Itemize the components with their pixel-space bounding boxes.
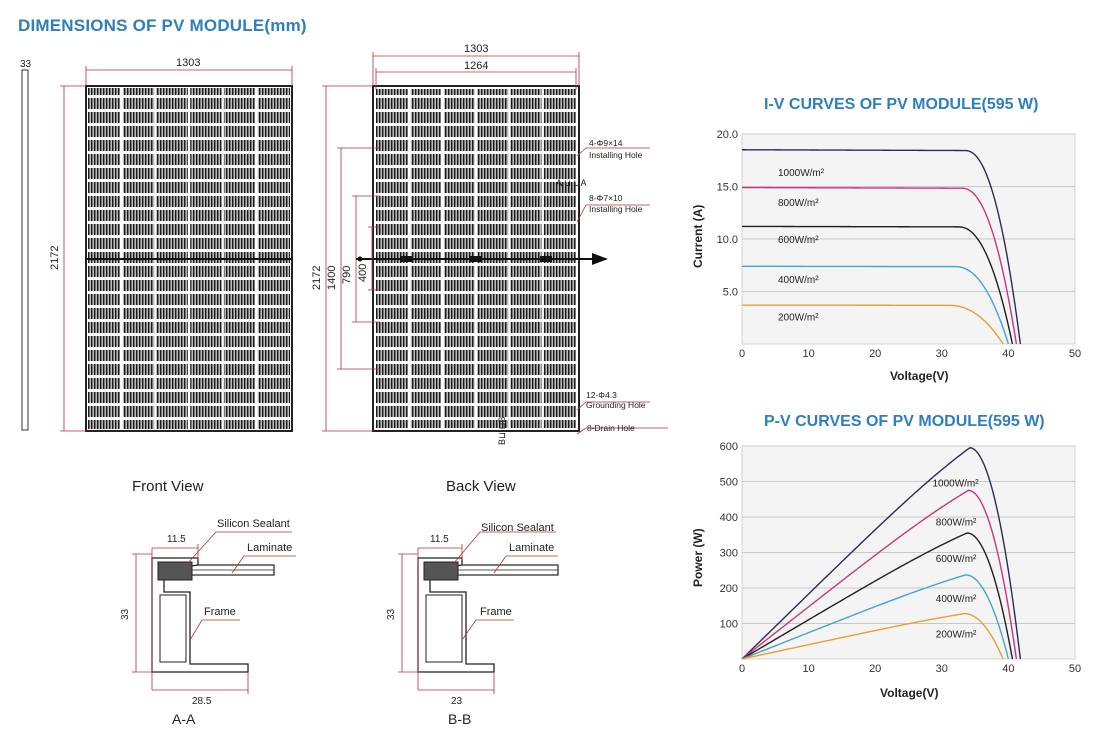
back-height-label: 2172 [311, 266, 323, 290]
pv-series-2 [741, 532, 1014, 660]
section-mark-bottom: B⊔ ⊔B [497, 416, 507, 445]
back-width-inner-label: 1264 [464, 60, 488, 72]
pv-series-4 [741, 612, 1004, 660]
section-aa-labels: Silicon Sealant Laminate Frame 11.5 33 2… [120, 518, 292, 707]
section-aa-sealant-label: Silicon Sealant [217, 518, 290, 530]
pv-chart: P-V CURVES OF PV MODULE(595 W) 0 10 20 30 40… [691, 413, 1081, 700]
iv-series-label: 800W/m² [778, 198, 819, 209]
pv-xlabel: Voltage(V) [880, 686, 938, 700]
iv-ytick-label: 20.0 [717, 129, 738, 141]
drain-hole-label: 8-Drain Hole [587, 423, 635, 433]
pv-series-label: 800W/m² [936, 518, 977, 529]
pv-xtick-label: 50 [1069, 663, 1081, 675]
pv-series-label: 400W/m² [936, 594, 977, 605]
iv-series-2 [741, 225, 1014, 345]
iv-series-3 [741, 265, 1010, 345]
section-aa-top-dim: 11.5 [167, 534, 186, 545]
pv-xtick-label: 20 [869, 663, 881, 675]
back-annotations: 4-Φ9×14 Installing Hole 8-Φ7×10 Installi… [497, 138, 668, 445]
iv-xtick-label: 10 [802, 348, 814, 360]
section-bb-bottom-dim: 23 [451, 696, 463, 707]
installing-hole-a-line1: 4-Φ9×14 [589, 138, 623, 148]
section-aa-bottom-dim: 28.5 [192, 696, 212, 707]
iv-ytick-label: 10.0 [717, 234, 738, 246]
section-bb-frame-label: Frame [480, 606, 512, 618]
iv-ytick-label: 5.0 [723, 287, 738, 299]
installing-hole-b-line2: Installing Hole [589, 204, 643, 214]
iv-xtick-label: 30 [936, 348, 948, 360]
pv-ylabel: Power (W) [691, 528, 705, 587]
pv-xtick-label: 10 [802, 663, 814, 675]
pv-ytick-label: 600 [720, 441, 738, 453]
section-bb-top-dim: 11.5 [430, 534, 449, 545]
section-bb-sealant-label: Silicon Sealant [481, 522, 554, 534]
dim-400-label: 400 [357, 264, 369, 282]
section-bb-title: B-B [448, 711, 471, 727]
pv-series-label: 600W/m² [936, 554, 977, 565]
iv-chart-title: I-V CURVES OF PV MODULE(595 W) [764, 96, 1038, 113]
iv-xtick-label: 0 [739, 348, 745, 360]
iv-chart: I-V CURVES OF PV MODULE(595 W) 0 10 20 30 40… [691, 96, 1081, 383]
iv-xtick-label: 20 [869, 348, 881, 360]
section-aa-drawing [132, 531, 296, 694]
iv-series-0 [741, 149, 1022, 345]
front-dimensions: 1303 2172 [49, 57, 293, 432]
front-view-panel [85, 85, 293, 432]
section-aa-title: A-A [172, 711, 196, 727]
iv-series-label: 600W/m² [778, 235, 819, 246]
installing-hole-b-line1: 8-Φ7×10 [589, 193, 623, 203]
back-view-panel [356, 85, 608, 432]
pv-chart-title: P-V CURVES OF PV MODULE(595 W) [764, 413, 1045, 430]
front-view-label: Front View [132, 478, 204, 495]
iv-xtick-label: 40 [1002, 348, 1014, 360]
page-title: DIMENSIONS OF PV MODULE(mm) [18, 16, 307, 35]
iv-series-1 [741, 186, 1018, 345]
pv-series-1 [741, 489, 1018, 660]
pv-series-label: 200W/m² [936, 629, 977, 640]
front-width-label: 1303 [176, 57, 200, 69]
side-thickness-label: 33 [20, 59, 32, 70]
pv-ytick-label: 300 [720, 548, 738, 560]
pv-xtick-label: 40 [1002, 663, 1014, 675]
section-aa-height-dim: 33 [120, 608, 131, 620]
section-bb-drawing [398, 531, 559, 694]
iv-ylabel: Current (A) [691, 205, 705, 268]
iv-ytick-label: 15.0 [717, 182, 738, 194]
section-mark-top: A ⊔ ⊔A [556, 178, 587, 188]
iv-series-4 [741, 304, 1004, 345]
section-bb-laminate-label: Laminate [509, 542, 554, 554]
pv-series-0 [741, 447, 1022, 660]
iv-xtick-label: 50 [1069, 348, 1081, 360]
iv-series-label: 1000W/m² [778, 168, 825, 179]
dim-1400-label: 1400 [326, 266, 338, 290]
pv-series-label: 1000W/m² [932, 479, 979, 490]
pv-ytick-label: 500 [720, 477, 738, 489]
back-width-outer-label: 1303 [464, 43, 488, 55]
section-bb-height-dim: 33 [386, 608, 397, 620]
pv-xtick-label: 30 [936, 663, 948, 675]
pv-ytick-label: 200 [720, 583, 738, 595]
back-view-label: Back View [446, 478, 516, 495]
grounding-hole-line1: 12-Φ4.3 [586, 390, 617, 400]
dim-790-label: 790 [341, 266, 353, 284]
section-bb-labels: Silicon Sealant Laminate Frame 11.5 33 2… [386, 522, 554, 707]
iv-series-label: 400W/m² [778, 275, 819, 286]
front-height-label: 2172 [49, 246, 61, 270]
grounding-hole-line2: Grounding Hole [586, 400, 646, 410]
back-dimensions: 1303 1264 2172 1400 790 400 [311, 43, 580, 432]
pv-ytick-label: 400 [720, 512, 738, 524]
side-profile: 33 [20, 59, 32, 431]
installing-hole-a-line2: Installing Hole [589, 150, 643, 160]
section-aa-laminate-label: Laminate [247, 542, 292, 554]
pv-xtick-label: 0 [739, 663, 745, 675]
iv-xlabel: Voltage(V) [890, 369, 948, 383]
iv-series-label: 200W/m² [778, 313, 819, 324]
section-aa-frame-label: Frame [204, 606, 236, 618]
pv-ytick-label: 100 [720, 619, 738, 631]
pv-series-3 [741, 574, 1010, 660]
